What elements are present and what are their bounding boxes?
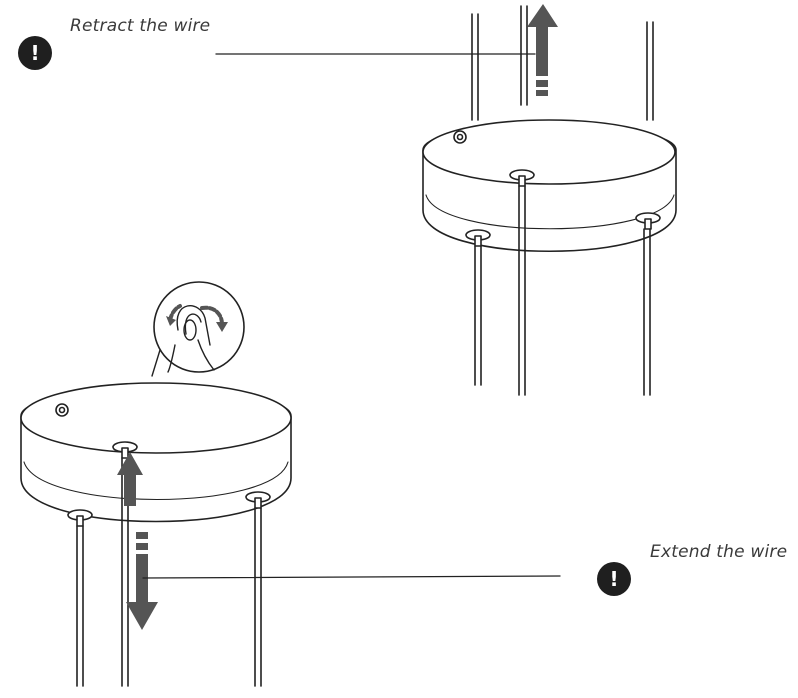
exclamation-circle-icon: !: [597, 562, 631, 596]
retract-label: Retract the wire: [70, 16, 211, 36]
retract-arrow-icon: [527, 4, 558, 96]
canopy-top: [422, 5, 677, 396]
extend-down-arrow-icon: [126, 532, 158, 630]
extend-label: Extend the wire: [650, 542, 788, 562]
rotate-detail-icon: [151, 281, 245, 377]
extend-leader-line: [142, 575, 561, 579]
canopy-bottom: [20, 382, 292, 687]
extend-up-arrow-icon: [117, 452, 143, 506]
exclamation-circle-icon: !: [18, 36, 52, 70]
